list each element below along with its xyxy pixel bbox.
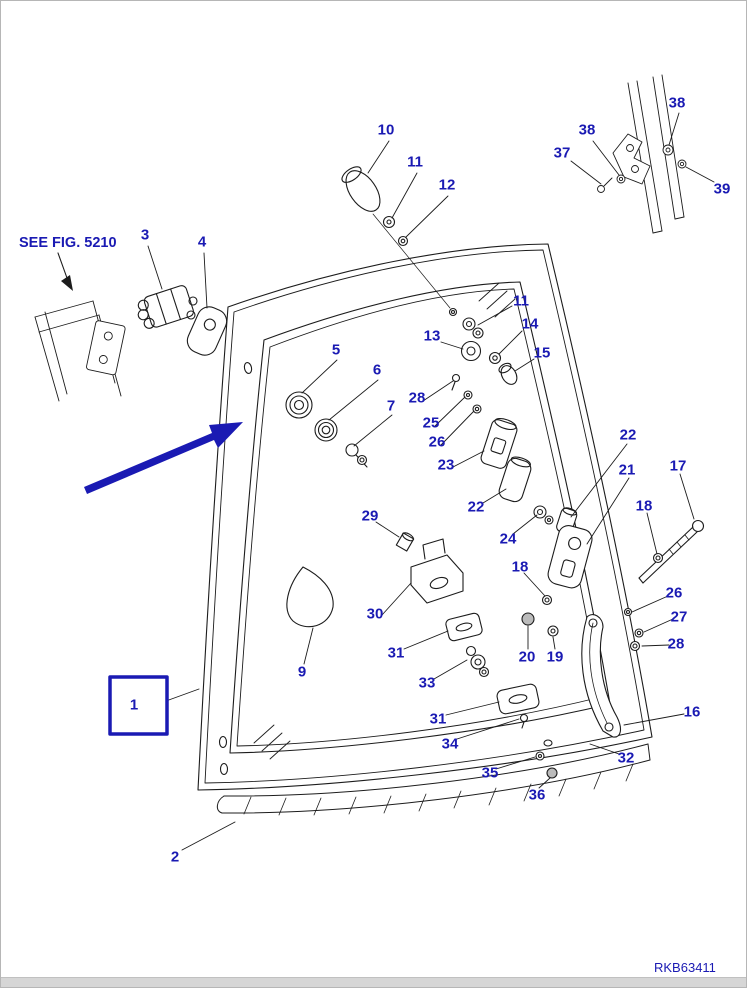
handle-parts xyxy=(521,519,705,637)
horizontal-scrollbar[interactable] xyxy=(1,977,746,987)
figure-reference-code: RKB63411 xyxy=(654,960,716,975)
leader-lines xyxy=(147,112,715,851)
stay-strut xyxy=(581,607,644,738)
upper-right-frame-assembly xyxy=(597,74,687,234)
weatherstrip-seal xyxy=(216,743,651,816)
window-frame xyxy=(197,243,653,791)
corner-post-sketch xyxy=(34,300,126,402)
glass-cutout xyxy=(286,566,334,628)
striker-parts xyxy=(395,532,558,779)
highlight-box xyxy=(108,675,169,736)
grommet-parts xyxy=(285,391,368,468)
direction-arrow xyxy=(84,422,243,494)
latch-parts xyxy=(451,373,578,535)
fastener-parts-top xyxy=(341,166,451,309)
washer-parts xyxy=(460,317,518,385)
see-fig-reference: SEE FIG. 5210 xyxy=(19,235,117,251)
hinge-parts xyxy=(137,285,228,356)
see-fig-arrow xyxy=(57,252,73,291)
